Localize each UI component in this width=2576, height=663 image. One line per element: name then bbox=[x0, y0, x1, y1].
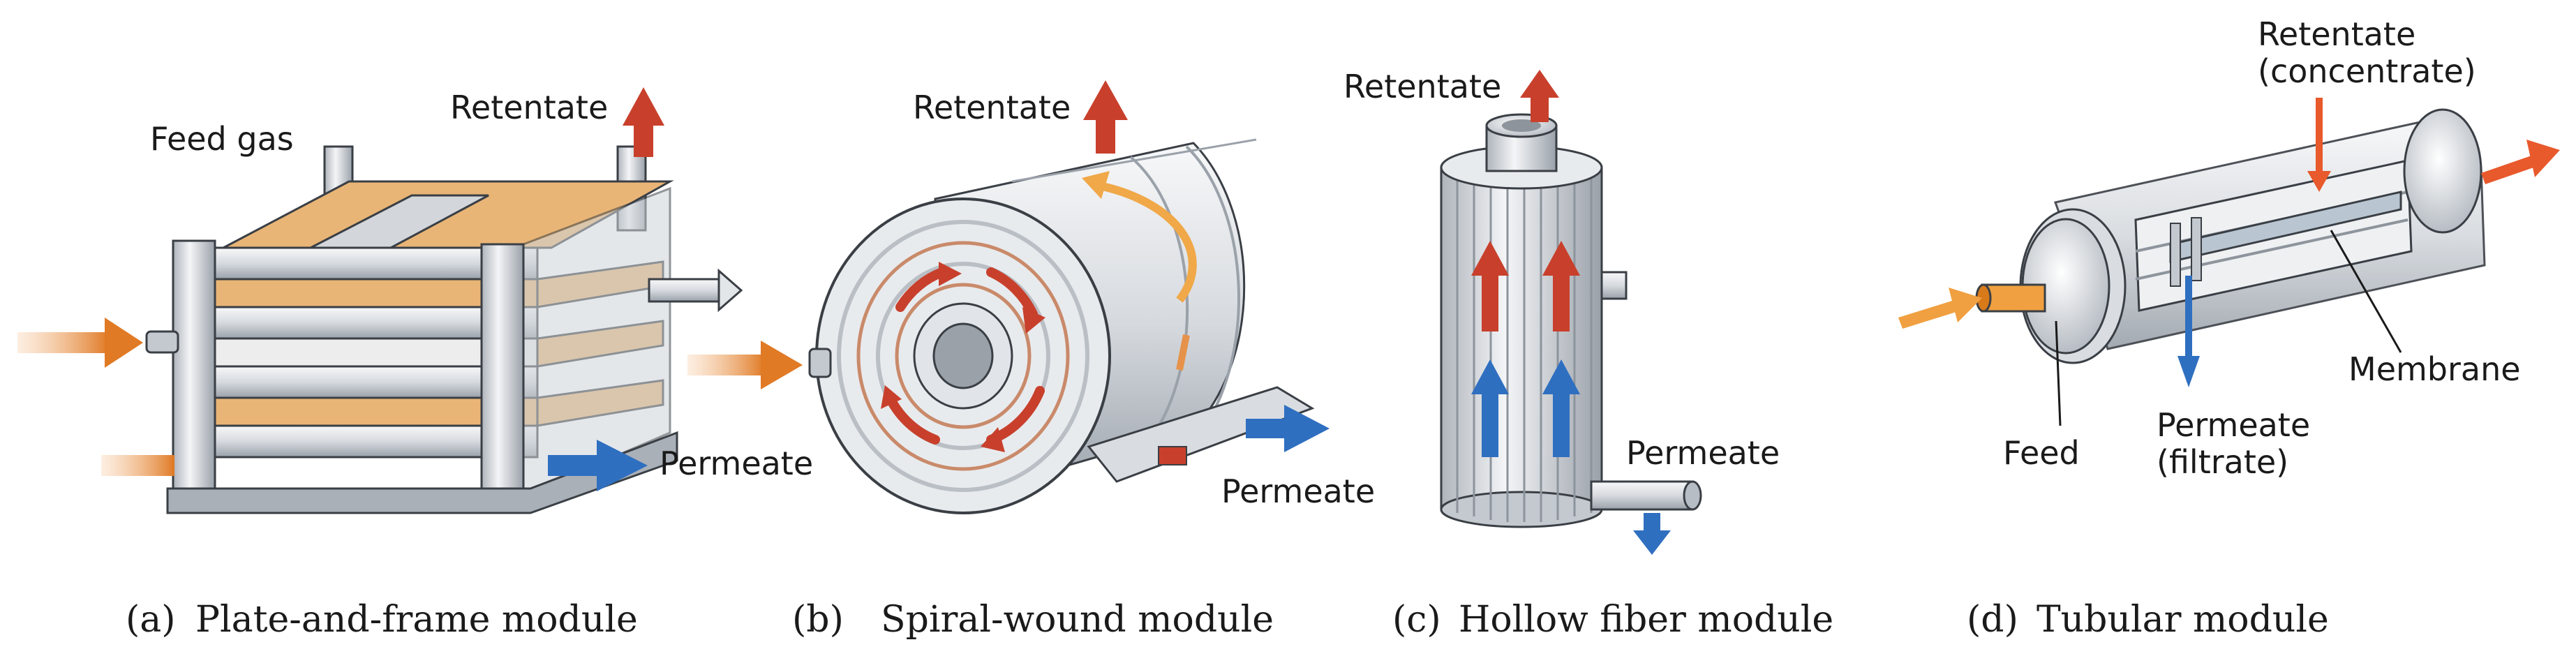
membrane-leader-line bbox=[2330, 230, 2402, 353]
spiral-wound-module: Retentate Permeate bbox=[687, 80, 1375, 514]
label-permeate-d-note: (filtrate) bbox=[2157, 443, 2288, 481]
feed-gas-lower-arrow bbox=[101, 455, 174, 476]
permeate-arrow-c bbox=[1633, 513, 1671, 555]
caption-a-letter: (a) bbox=[126, 599, 176, 641]
caption-a-name: Plate-and-frame module bbox=[195, 599, 638, 641]
retentate-pointer-d bbox=[2307, 98, 2331, 192]
permeate-arrow-b bbox=[1246, 405, 1330, 452]
retentate-arrow-b bbox=[1083, 80, 1128, 154]
label-membrane: Membrane bbox=[2348, 350, 2521, 388]
label-permeate-c: Permeate bbox=[1626, 434, 1780, 472]
label-retentate-b: Retentate bbox=[913, 89, 1071, 126]
retentate-arrow-c bbox=[1520, 70, 1559, 122]
tubular-module: Retentate (concentrate) Membrane Feed Pe… bbox=[1898, 15, 2560, 481]
hollow-fiber-module: Retentate Permeate bbox=[1343, 68, 1780, 555]
label-retentate-d: Retentate bbox=[2258, 15, 2415, 53]
caption-d-name: Tubular module bbox=[2037, 599, 2329, 641]
label-retentate-c: Retentate bbox=[1343, 68, 1501, 105]
caption-b-letter: (b) bbox=[792, 599, 844, 641]
label-permeate-d: Permeate bbox=[2157, 406, 2310, 444]
captions: (a) Plate-and-frame module (b) Spiral-wo… bbox=[126, 599, 2329, 641]
label-retentate-d-note: (concentrate) bbox=[2258, 52, 2476, 90]
feed-arrow-b bbox=[687, 341, 803, 389]
caption-b-name: Spiral-wound module bbox=[881, 599, 1274, 641]
permeate-arrow-a bbox=[548, 440, 648, 491]
label-permeate-a: Permeate bbox=[660, 445, 813, 482]
feed-gas-arrow bbox=[17, 318, 143, 368]
label-feed-d: Feed bbox=[2003, 434, 2080, 472]
retentate-arrow-a bbox=[623, 87, 664, 157]
caption-d-letter: (d) bbox=[1967, 599, 2018, 641]
label-retentate-a: Retentate bbox=[450, 89, 608, 126]
feed-arrow-d bbox=[1898, 288, 1982, 329]
permeate-arrow-d bbox=[2177, 276, 2200, 387]
label-feed-gas: Feed gas bbox=[150, 120, 294, 158]
feed-internal-arrows bbox=[1471, 359, 1580, 457]
plate-and-frame-module: Feed gas Retentate Permeate bbox=[17, 87, 813, 514]
caption-c-name: Hollow fiber module bbox=[1459, 599, 1833, 641]
label-permeate-b: Permeate bbox=[1221, 472, 1375, 510]
retentate-out-arrow-d bbox=[2481, 140, 2560, 184]
caption-c-letter: (c) bbox=[1392, 599, 1441, 641]
feed-leader-line bbox=[2055, 320, 2062, 426]
retentate-internal-arrows bbox=[1471, 241, 1580, 332]
fiber-bundle bbox=[1456, 171, 1593, 522]
